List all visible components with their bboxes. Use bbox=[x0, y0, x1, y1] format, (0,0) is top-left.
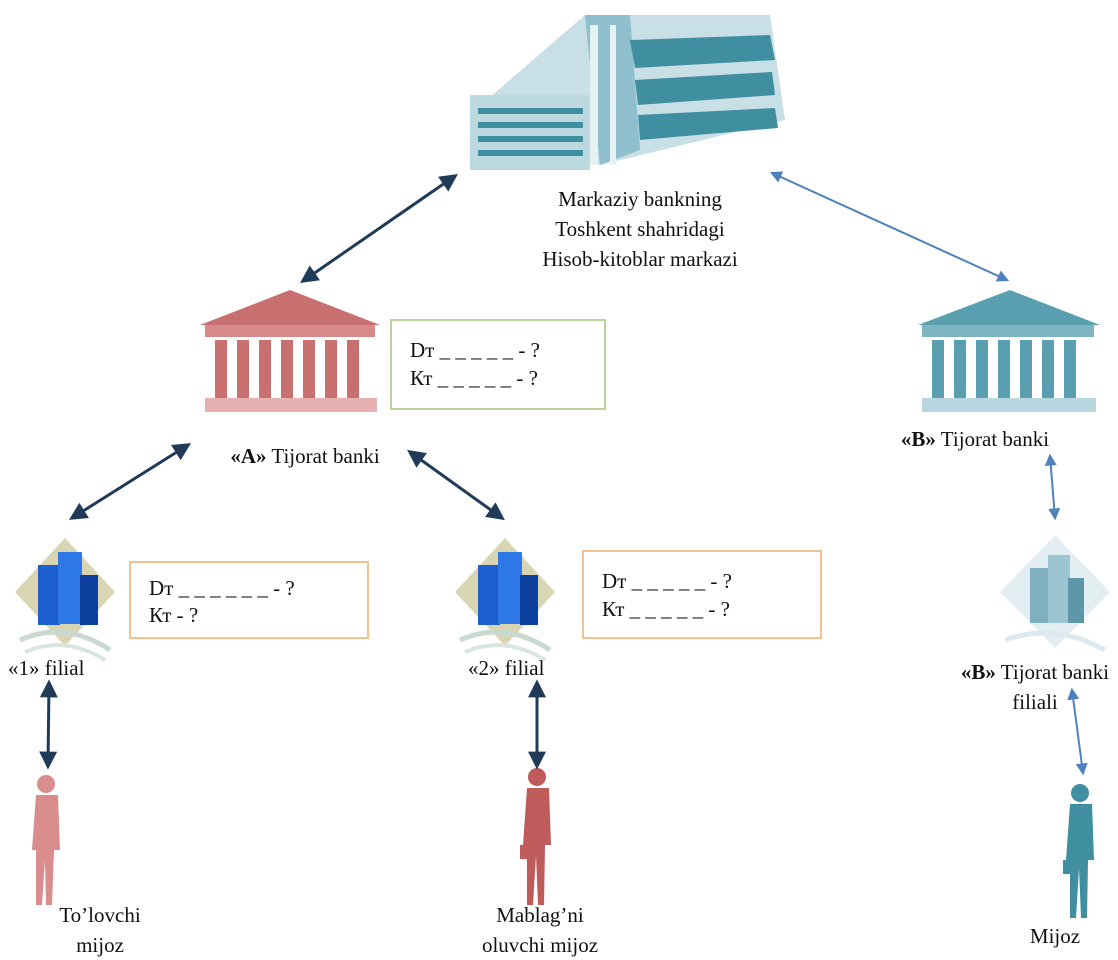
receiver-client-label-line-1: Mablag’ni bbox=[496, 903, 584, 927]
payer-client-label-line-2: mijoz bbox=[76, 933, 124, 957]
receiver-client-label-line-2: oluvchi mijoz bbox=[481, 933, 599, 957]
branch-1-building-icon bbox=[15, 538, 115, 662]
arrow-bank-a-branch-1 bbox=[68, 443, 192, 520]
bank-a-ledger-box: Dт _ _ _ _ _ - ? Кт _ _ _ _ _ - ? bbox=[390, 319, 606, 410]
bank-b-building-icon bbox=[918, 290, 1100, 412]
bank-a-label-rest: Tijorat banki bbox=[266, 444, 380, 468]
payer-client-label-line-1: To’lovchi bbox=[59, 903, 141, 927]
payer-client-person-icon bbox=[32, 775, 60, 905]
central-bank-building-icon bbox=[470, 15, 785, 170]
arrow-central-bank-b bbox=[769, 171, 1010, 282]
branch-1-ledger-box: Dт _ _ _ _ _ _ - ? Кт - ? bbox=[129, 561, 369, 639]
arrow-branch-1-payer bbox=[39, 679, 58, 770]
arrow-bank-a-branch-2 bbox=[407, 449, 505, 521]
branch-1-debit-line: Dт _ _ _ _ _ _ - ? bbox=[149, 576, 295, 600]
branch-b-label-bold: «B» bbox=[960, 660, 996, 684]
central-bank-label-line-2: Toshkent shahridagi bbox=[555, 217, 725, 241]
branch-1-label: «1» filial bbox=[8, 656, 85, 680]
arrow-central-bank-a bbox=[300, 173, 458, 284]
branch-b-label-line-2: filiali bbox=[1012, 690, 1058, 714]
branch-2-credit-line: Кт _ _ _ _ _ - ? bbox=[602, 597, 730, 621]
central-bank-label: Markaziy bankning Toshkent shahridagi Hi… bbox=[500, 184, 780, 274]
branch-1-credit-line: Кт - ? bbox=[149, 603, 199, 627]
central-bank-label-line-1: Markaziy bankning bbox=[558, 187, 722, 211]
bank-a-building-icon bbox=[200, 290, 380, 412]
branch-b-label-rest: Tijorat banki bbox=[995, 660, 1110, 684]
receiver-client-label: Mablag’ni oluvchi mijoz bbox=[440, 900, 640, 960]
branch-b-label: «B» Tijorat banki filiali bbox=[935, 657, 1118, 717]
branch-b-building-icon bbox=[1000, 535, 1110, 653]
branch-2-debit-line: Dт _ _ _ _ _ - ? bbox=[602, 569, 732, 593]
bank-b-label-rest: Tijorat banki bbox=[935, 427, 1050, 451]
receiver-client-person-icon bbox=[520, 768, 551, 905]
bank-b-label: «B» Tijorat banki bbox=[870, 424, 1080, 454]
payer-client-label: To’lovchi mijoz bbox=[10, 900, 190, 960]
b-client-label: Mijoz bbox=[1029, 924, 1081, 948]
arrow-bank-b-branch-b bbox=[1044, 453, 1061, 521]
branch-2-building-icon bbox=[455, 538, 555, 662]
bank-a-label-bold: «A» bbox=[230, 444, 267, 468]
arrow-branch-b-client bbox=[1067, 687, 1088, 776]
bank-a-credit-line: Кт _ _ _ _ _ - ? bbox=[410, 366, 538, 390]
bank-a-debit-line: Dт _ _ _ _ _ - ? bbox=[410, 338, 540, 362]
branch-2-ledger-box: Dт _ _ _ _ _ - ? Кт _ _ _ _ _ - ? bbox=[582, 550, 822, 639]
bank-a-label: «A» Tijorat banki bbox=[200, 441, 410, 471]
b-client-person-icon bbox=[1063, 784, 1094, 918]
branch-2-label: «2» filial bbox=[468, 656, 545, 680]
bank-b-label-bold: «B» bbox=[900, 427, 936, 451]
central-bank-label-line-3: Hisob-kitoblar markazi bbox=[542, 247, 738, 271]
branch-b-label-line-1: «B» Tijorat banki bbox=[935, 657, 1118, 687]
